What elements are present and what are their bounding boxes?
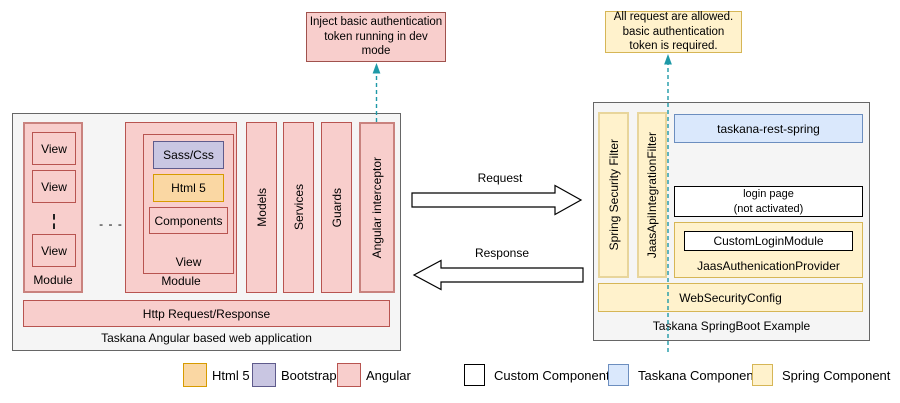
view-box-1: View [32,132,76,165]
web-security-config-box: WebSecurityConfig [598,283,863,312]
springboot-container: Spring Security Filter JaasApiIntegratio… [593,102,870,341]
legend-spring-component: Spring Component [752,362,890,388]
view-box-2: View [32,170,76,203]
springboot-caption: Taskana SpringBoot Example [652,319,811,333]
module-2: Sass/Css Html 5 Components View Module [125,122,237,293]
jaas-authentication-provider-box: CustomLoginModule JaasAuthenicationProvi… [674,222,863,278]
request-label: Request [477,171,523,185]
spring-component-swatch [752,364,773,386]
legend-html5-label: Html 5 [212,367,250,383]
legend-custom-component-label: Custom Component [494,367,610,383]
angular-interceptor-bar: Angular interceptor [359,122,395,293]
html5-swatch [183,363,207,387]
request-block-arrow [411,184,583,216]
services-label: Services [291,184,306,231]
angular-swatch [337,363,361,387]
legend-taskana-component-label: Taskana Component [638,367,758,383]
jaas-authentication-provider-label: JaasAuthenicationProvider [697,259,840,273]
legend-angular: Angular [337,362,411,388]
guards-label: Guards [329,187,344,228]
legend-angular-label: Angular [366,367,411,383]
angular-app-caption: Taskana Angular based web application [101,331,312,345]
services-bar: Services [283,122,314,293]
http-request-response-bar: Http Request/Response [23,300,390,327]
jaas-api-integration-filter-label: JaasApiIntegrationFilter [645,131,659,259]
models-bar: Models [246,122,277,293]
guards-bar: Guards [321,122,352,293]
components-box: Components [149,207,228,234]
angular-app-container: View View View Module - - - Sass/Css Htm… [12,113,401,351]
view-box-3: View [32,234,76,267]
angular-interceptor-label: Angular interceptor [370,156,384,259]
legend-spring-component-label: Spring Component [782,367,891,383]
custom-component-swatch [464,364,485,386]
spring-security-filter-bar: Spring Security Filter [598,112,629,278]
spring-security-filter-label: Spring Security Filter [606,139,621,251]
more-modules-ellipsis: - - - [99,217,123,231]
module-1: View View View Module [23,122,83,293]
sass-css-box: Sass/Css [153,141,224,169]
view-box-detailed: Sass/Css Html 5 Components View [143,134,234,274]
response-label: Response [474,246,530,260]
models-label: Models [254,188,269,227]
legend-taskana-component: Taskana Component [608,362,757,388]
legend-bootstrap: Bootstrap [252,362,337,388]
note-inject-auth-token: Inject basic authentication token runnin… [306,12,446,62]
module-1-label: Module [33,273,73,287]
response-block-arrow [412,259,584,291]
more-views-ellipsis [53,214,55,229]
legend-custom-component: Custom Component [464,362,610,388]
legend-bootstrap-label: Bootstrap [281,367,337,383]
note-requests-allowed: All request are allowed. basic authentic… [605,11,742,53]
taskana-component-swatch [608,364,629,386]
legend-html5: Html 5 [183,362,250,388]
html5-box: Html 5 [153,174,224,202]
view-label: View [175,255,202,269]
login-page-box: login page (not activated) [674,186,863,217]
jaas-api-integration-filter-bar: JaasApiIntegrationFilter [637,112,667,278]
taskana-rest-spring-box: taskana-rest-spring [674,114,863,143]
module-2-label: Module [161,274,201,288]
custom-login-module-box: CustomLoginModule [684,231,853,251]
bootstrap-swatch [252,363,276,387]
